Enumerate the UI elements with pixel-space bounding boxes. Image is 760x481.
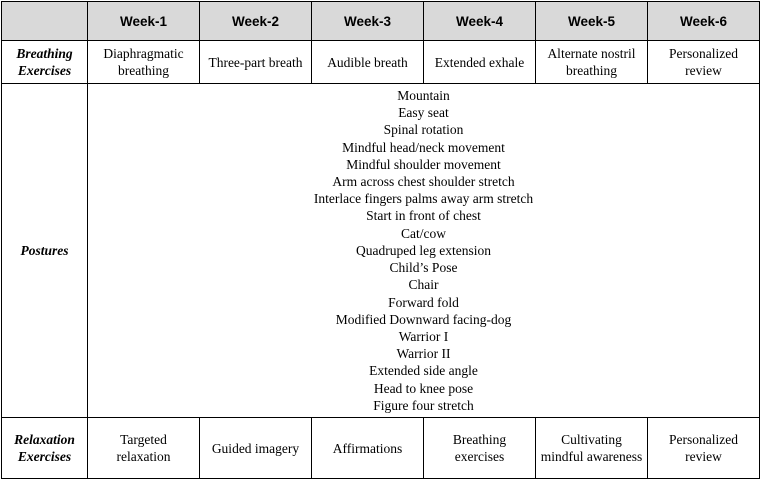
relaxation-row: Relaxation Exercises Targeted relaxation… xyxy=(1,417,760,479)
breathing-week-1: Diaphragmatic breathing xyxy=(87,40,200,84)
relaxation-week-2: Guided imagery xyxy=(199,417,312,479)
breathing-week-4: Extended exhale xyxy=(423,40,536,84)
week-2-header: Week-2 xyxy=(199,1,312,41)
posture-item: Forward fold xyxy=(388,294,459,310)
posture-item: Extended side angle xyxy=(369,363,478,379)
posture-item: Mindful head/neck movement xyxy=(342,139,505,155)
posture-item: Quadruped leg extension xyxy=(356,242,491,258)
posture-item: Warrior I xyxy=(398,328,449,344)
header-row: Week-1 Week-2 Week-3 Week-4 Week-5 Week-… xyxy=(1,1,760,41)
posture-item: Interlace fingers palms away arm stretch xyxy=(313,191,534,207)
posture-item: Figure four stretch xyxy=(373,397,474,413)
breathing-row: Breathing Exercises Diaphragmatic breath… xyxy=(1,40,760,84)
week-6-header: Week-6 xyxy=(647,1,760,41)
breathing-week-3: Audible breath xyxy=(311,40,424,84)
posture-item: Cat/cow xyxy=(401,225,446,241)
breathing-row-label: Breathing Exercises xyxy=(1,40,88,84)
breathing-week-6: Personalized review xyxy=(647,40,760,84)
posture-item: Modified Downward facing-dog xyxy=(335,311,512,327)
week-3-header: Week-3 xyxy=(311,1,424,41)
relaxation-week-1: Targeted relaxation xyxy=(87,417,200,479)
relaxation-row-label: Relaxation Exercises xyxy=(1,417,88,479)
posture-item: Child’s Pose xyxy=(389,260,458,276)
posture-item: Warrior II xyxy=(396,346,451,362)
corner-cell xyxy=(1,1,88,41)
postures-row-label: Postures xyxy=(1,83,88,418)
breathing-week-2: Three-part breath xyxy=(199,40,312,84)
posture-item: Chair xyxy=(408,277,439,293)
posture-item: Head to knee pose xyxy=(373,380,474,396)
posture-item: Easy seat xyxy=(398,105,449,121)
posture-item: Start in front of chest xyxy=(366,208,481,224)
week-4-header: Week-4 xyxy=(423,1,536,41)
relaxation-week-4: Breathing exercises xyxy=(423,417,536,479)
posture-item: Arm across chest shoulder stretch xyxy=(332,174,515,190)
posture-item: Spinal rotation xyxy=(383,122,464,138)
posture-item: Mountain xyxy=(397,88,450,104)
breathing-week-5: Alternate nostril breathing xyxy=(535,40,648,84)
relaxation-week-5: Cultivating mindful awareness xyxy=(535,417,648,479)
week-5-header: Week-5 xyxy=(535,1,648,41)
posture-item: Mindful shoulder movement xyxy=(346,156,501,172)
relaxation-week-6: Personalized review xyxy=(647,417,760,479)
week-1-header: Week-1 xyxy=(87,1,200,41)
relaxation-week-3: Affirmations xyxy=(311,417,424,479)
